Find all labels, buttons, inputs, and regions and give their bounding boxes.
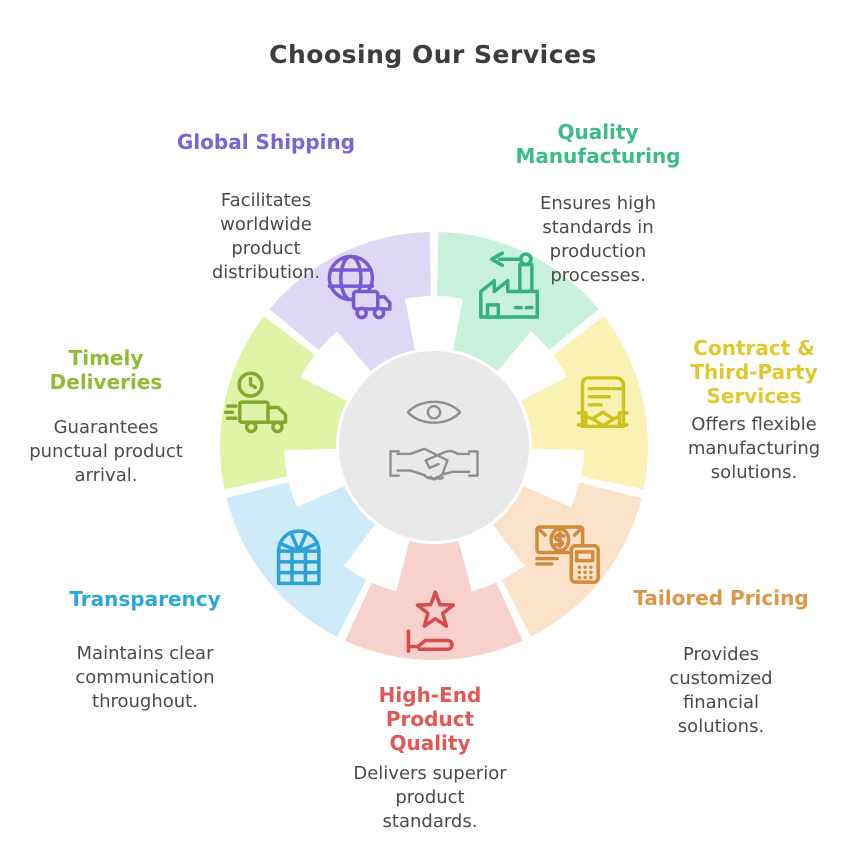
segment-description-quality-manufacturing: Ensures high standards in production pro… — [540, 193, 656, 286]
wheel-segment-timely-deliveries — [219, 316, 347, 490]
segment-heading-tailored-pricing: Tailored Pricing — [633, 586, 809, 610]
segment-heading-timely-deliveries: Timely Deliveries — [49, 346, 163, 394]
segment-heading-high-end-quality: High-End Product Quality — [378, 683, 482, 755]
wheel-segment-transparency — [226, 482, 376, 637]
segment-description-transparency: Maintains clear communication throughout… — [75, 643, 215, 712]
segment-description-high-end-quality: Delivers superior product standards. — [353, 763, 507, 832]
segment-block-global-shipping: Global Shipping Facilitates worldwide pr… — [141, 111, 391, 304]
segment-description-contract-third-party: Offers flexible manufacturing solutions. — [687, 414, 821, 483]
segment-block-transparency: Transparency Maintains clear communicati… — [20, 568, 270, 733]
center-circle — [339, 351, 529, 541]
segment-block-quality-manufacturing: Quality Manufacturing Ensures high stand… — [473, 101, 723, 307]
segment-heading-contract-third-party: Contract & Third-Party Services — [690, 336, 818, 408]
segment-block-timely-deliveries: Timely Deliveries Guarantees punctual pr… — [0, 327, 231, 507]
segment-description-tailored-pricing: Provides customized financial solutions. — [669, 644, 773, 737]
segment-heading-transparency: Transparency — [69, 587, 221, 611]
segment-block-tailored-pricing: Tailored Pricing Provides customized fin… — [596, 567, 846, 758]
segment-heading-quality-manufacturing: Quality Manufacturing — [515, 120, 681, 168]
segment-block-high-end-quality: High-End Product Quality Delivers superi… — [305, 664, 555, 842]
segment-description-global-shipping: Facilitates worldwide product distributi… — [211, 190, 321, 283]
segment-description-timely-deliveries: Guarantees punctual product arrival. — [29, 417, 183, 486]
wheel-segment-contract-third-party-services — [521, 316, 649, 490]
page-title: Choosing Our Services — [269, 40, 597, 69]
segment-heading-global-shipping: Global Shipping — [176, 130, 356, 154]
wheel-segment-tailored-pricing — [492, 482, 642, 637]
segment-block-contract-third-party: Contract & Third-Party Services Offers f… — [644, 317, 864, 504]
wheel-segment-global-shipping — [269, 232, 431, 372]
